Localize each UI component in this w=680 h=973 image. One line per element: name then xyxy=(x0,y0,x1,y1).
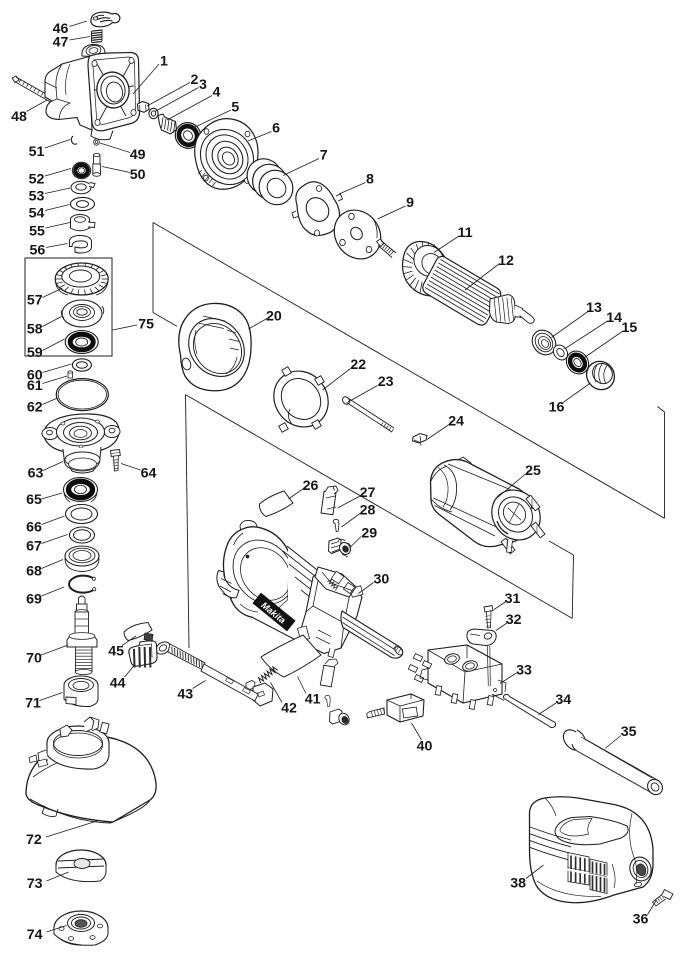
svg-text:30: 30 xyxy=(374,571,390,587)
svg-text:11: 11 xyxy=(458,225,473,241)
svg-text:6: 6 xyxy=(272,121,280,137)
svg-text:12: 12 xyxy=(498,253,514,269)
svg-text:42: 42 xyxy=(281,701,297,717)
svg-text:9: 9 xyxy=(406,195,414,211)
svg-text:48: 48 xyxy=(11,109,27,125)
svg-text:5: 5 xyxy=(231,100,239,116)
svg-text:23: 23 xyxy=(378,374,394,390)
svg-text:16: 16 xyxy=(549,400,565,416)
svg-text:74: 74 xyxy=(27,927,43,943)
svg-text:8: 8 xyxy=(366,171,374,187)
svg-text:26: 26 xyxy=(303,478,319,494)
svg-text:27: 27 xyxy=(360,485,376,501)
svg-text:24: 24 xyxy=(448,414,464,430)
svg-text:64: 64 xyxy=(141,466,157,482)
svg-text:69: 69 xyxy=(26,591,42,607)
svg-text:31: 31 xyxy=(505,591,521,607)
svg-text:47: 47 xyxy=(53,34,69,50)
svg-text:54: 54 xyxy=(29,206,45,222)
svg-text:58: 58 xyxy=(27,322,43,338)
svg-text:22: 22 xyxy=(350,357,366,373)
svg-text:43: 43 xyxy=(177,686,193,702)
svg-text:34: 34 xyxy=(555,692,571,708)
svg-text:28: 28 xyxy=(360,503,376,519)
svg-text:35: 35 xyxy=(621,724,637,740)
svg-text:7: 7 xyxy=(320,148,328,164)
svg-text:73: 73 xyxy=(27,876,43,892)
svg-text:4: 4 xyxy=(213,85,221,101)
svg-text:32: 32 xyxy=(506,612,522,628)
svg-text:53: 53 xyxy=(29,189,45,205)
svg-text:33: 33 xyxy=(516,663,532,679)
svg-text:3: 3 xyxy=(199,77,207,93)
svg-text:38: 38 xyxy=(510,876,526,892)
svg-text:65: 65 xyxy=(26,492,42,508)
svg-text:55: 55 xyxy=(29,223,45,239)
svg-text:63: 63 xyxy=(28,466,44,482)
svg-text:29: 29 xyxy=(361,526,377,542)
svg-text:52: 52 xyxy=(29,172,45,188)
svg-text:1: 1 xyxy=(160,54,168,70)
svg-text:71: 71 xyxy=(25,696,41,712)
svg-text:50: 50 xyxy=(130,167,146,183)
svg-text:15: 15 xyxy=(622,320,638,336)
svg-text:62: 62 xyxy=(27,400,43,416)
svg-text:70: 70 xyxy=(26,651,42,667)
svg-text:49: 49 xyxy=(130,147,146,163)
svg-text:40: 40 xyxy=(417,738,433,754)
svg-text:56: 56 xyxy=(30,243,46,259)
svg-text:57: 57 xyxy=(27,293,43,309)
svg-text:20: 20 xyxy=(266,309,282,325)
svg-text:66: 66 xyxy=(26,519,42,535)
svg-text:75: 75 xyxy=(138,317,154,333)
svg-text:68: 68 xyxy=(26,563,42,579)
svg-text:2: 2 xyxy=(190,72,198,88)
svg-text:67: 67 xyxy=(26,538,42,554)
svg-text:36: 36 xyxy=(633,912,649,928)
svg-text:25: 25 xyxy=(525,463,541,479)
svg-text:60: 60 xyxy=(27,368,43,384)
svg-text:51: 51 xyxy=(29,144,45,160)
svg-text:61: 61 xyxy=(27,378,43,394)
svg-text:46: 46 xyxy=(53,21,69,37)
svg-text:72: 72 xyxy=(26,832,42,848)
svg-text:45: 45 xyxy=(108,643,124,659)
svg-text:59: 59 xyxy=(27,345,43,361)
svg-text:13: 13 xyxy=(586,300,602,316)
svg-text:14: 14 xyxy=(606,310,622,326)
svg-text:44: 44 xyxy=(110,675,126,691)
svg-text:41: 41 xyxy=(305,692,321,708)
